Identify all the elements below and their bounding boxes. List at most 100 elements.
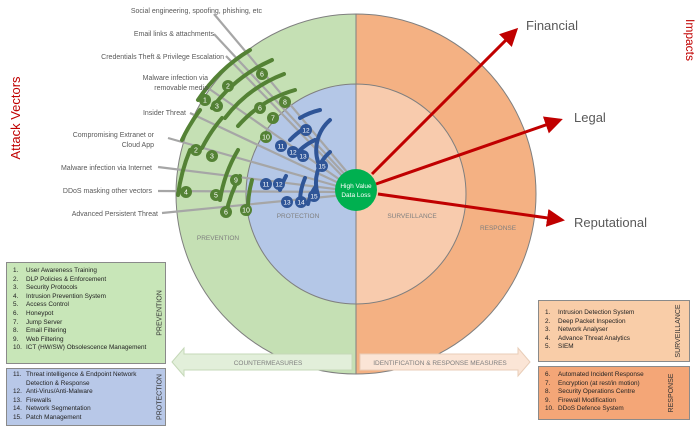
green-badge: 4 bbox=[180, 186, 192, 198]
impact-arrows bbox=[370, 27, 565, 227]
svg-text:7: 7 bbox=[271, 116, 275, 123]
green-badge: 2 bbox=[190, 144, 202, 156]
legend-item: 5. Access Control bbox=[13, 301, 165, 310]
legend-item-text: DDoS Defence System bbox=[558, 405, 624, 413]
protection-legend-box: 11. Threat intelligence & Endpoint Networ… bbox=[6, 368, 166, 426]
legend-item: 7. Encryption (at rest/in motion) bbox=[545, 380, 689, 389]
green-badge: 10 bbox=[260, 131, 272, 143]
sector-label-protection: PROTECTION bbox=[277, 213, 320, 220]
svg-text:6: 6 bbox=[260, 72, 264, 79]
legend-item: 9.Web Filtering bbox=[13, 336, 165, 345]
blue-badge: 15 bbox=[308, 190, 320, 202]
legend-item-text: Anti-Virus/Anti-Malware bbox=[26, 388, 93, 396]
svg-text:3: 3 bbox=[215, 104, 219, 111]
green-badge: 9 bbox=[230, 174, 242, 186]
core-label-line2: Data Loss bbox=[341, 192, 371, 199]
prevention-badges: 1 2 3 6 8 6 7 10 2 3 9 4 5 6 10 bbox=[180, 68, 291, 218]
legend-item-text: Encryption (at rest/in motion) bbox=[558, 379, 640, 387]
blue-badge: 14 bbox=[295, 196, 307, 208]
green-badge: 6 bbox=[254, 102, 266, 114]
green-badge: 1 bbox=[199, 94, 211, 106]
svg-text:15: 15 bbox=[318, 164, 326, 171]
green-badge: 10 bbox=[240, 204, 252, 216]
blue-badge: 11 bbox=[260, 178, 272, 190]
legend-item: 1.User Awareness Training bbox=[13, 267, 165, 276]
legend-item-number: 12. bbox=[13, 388, 22, 396]
legend-item-text: Advance Threat Analytics bbox=[558, 334, 630, 342]
blue-badge: 13 bbox=[281, 196, 293, 208]
legend-item-text: DLP Policies & Enforcement bbox=[26, 275, 107, 283]
legend-item: 10. DDoS Defence System bbox=[545, 405, 689, 414]
prevention-legend-title: PREVENTION bbox=[156, 290, 164, 336]
legend-item: 11. Threat intelligence & Endpoint Networ… bbox=[13, 371, 165, 380]
blue-badge: 15 bbox=[316, 160, 328, 172]
legend-item-number: 4. bbox=[13, 292, 19, 300]
core-label-line1: High Value bbox=[340, 183, 372, 190]
identification-arrow bbox=[359, 346, 531, 378]
legend-item: 5.SIEM bbox=[545, 343, 689, 352]
vector-label: Malware infection via Internet bbox=[61, 165, 152, 172]
svg-text:9: 9 bbox=[234, 178, 238, 185]
legend-item: 15. Patch Management bbox=[13, 414, 165, 423]
sector-label-response: RESPONSE bbox=[480, 225, 517, 232]
legend-item-number: 7. bbox=[545, 379, 551, 387]
legend-item-number: 11. bbox=[13, 371, 22, 378]
svg-text:14: 14 bbox=[297, 200, 305, 207]
legend-item-text: Email Filtering bbox=[26, 327, 67, 335]
svg-text:6: 6 bbox=[224, 210, 228, 217]
legend-item: 2.Deep Packet Inspection bbox=[545, 318, 689, 327]
legend-item-number: 15. bbox=[13, 413, 22, 421]
green-badge: 2 bbox=[222, 80, 234, 92]
svg-text:13: 13 bbox=[299, 154, 307, 161]
legend-item: 13.Firewalls bbox=[13, 397, 165, 406]
legend-item: 8.Security Operations Centre bbox=[545, 388, 689, 397]
svg-text:2: 2 bbox=[226, 84, 230, 91]
attack-vectors-header: Attack Vectors bbox=[8, 76, 23, 160]
legend-item-number: 5. bbox=[13, 301, 19, 309]
svg-text:3: 3 bbox=[210, 154, 214, 161]
protection-legend-title: PROTECTION bbox=[156, 374, 164, 420]
impact-label-reputational: Reputational bbox=[574, 215, 647, 230]
blue-badge: 11 bbox=[275, 140, 287, 152]
blue-badge: 13 bbox=[297, 150, 309, 162]
legend-item-text: SIEM bbox=[558, 343, 574, 351]
legend-item: 1.Intrusion Detection System bbox=[545, 309, 689, 318]
legend-item-number: 6. bbox=[13, 309, 19, 317]
impact-label-legal: Legal bbox=[574, 110, 606, 125]
svg-text:8: 8 bbox=[283, 100, 287, 107]
svg-text:6: 6 bbox=[258, 106, 262, 113]
svg-text:11: 11 bbox=[278, 144, 285, 151]
legend-item: 2.DLP Policies & Enforcement bbox=[13, 276, 165, 285]
legend-item: 4.Advance Threat Analytics bbox=[545, 335, 689, 344]
legend-item-number: 10. bbox=[545, 405, 554, 413]
impact-label-financial: Financial bbox=[526, 18, 578, 33]
legend-item-text: Automated Incident Response bbox=[558, 371, 644, 378]
legend-item-text: Security Protocols bbox=[26, 284, 78, 292]
green-badge: 3 bbox=[206, 150, 218, 162]
vector-label: DDoS masking other vectors bbox=[63, 188, 153, 195]
legend-item-number: 2. bbox=[545, 317, 551, 325]
blue-badge: 12 bbox=[300, 124, 312, 136]
protection-badges: 12 11 12 13 15 11 12 13 14 15 bbox=[260, 124, 328, 208]
legend-item-number: 7. bbox=[13, 318, 19, 326]
svg-text:12: 12 bbox=[275, 182, 283, 189]
legend-item-text: Threat intelligence & Endpoint Network bbox=[26, 371, 137, 378]
legend-item: Detection & Response bbox=[13, 380, 165, 389]
legend-item-text: Web Filtering bbox=[26, 335, 64, 343]
legend-item-number: 1. bbox=[545, 309, 551, 316]
legend-item-text: Firewalls bbox=[26, 396, 52, 404]
legend-item-number: 10. bbox=[13, 344, 22, 352]
legend-item-text: Access Control bbox=[26, 301, 69, 309]
legend-item: 10.ICT (HW/SW) Obsolescence Management bbox=[13, 344, 165, 353]
svg-text:12: 12 bbox=[289, 150, 297, 157]
legend-item-text: Patch Management bbox=[26, 413, 82, 421]
identification-label: IDENTIFICATION & RESPONSE MEASURES bbox=[373, 360, 507, 367]
legend-item: 8.Email Filtering bbox=[13, 327, 165, 336]
vector-label: Credentials Theft & Privilege Escalation bbox=[101, 54, 224, 61]
legend-item-text: Network Segmentation bbox=[26, 405, 91, 413]
legend-item-text: Honeypot bbox=[26, 309, 54, 317]
legend-item-text: Network Analyser bbox=[558, 326, 608, 334]
legend-item: 12. Anti-Virus/Anti-Malware bbox=[13, 388, 165, 397]
